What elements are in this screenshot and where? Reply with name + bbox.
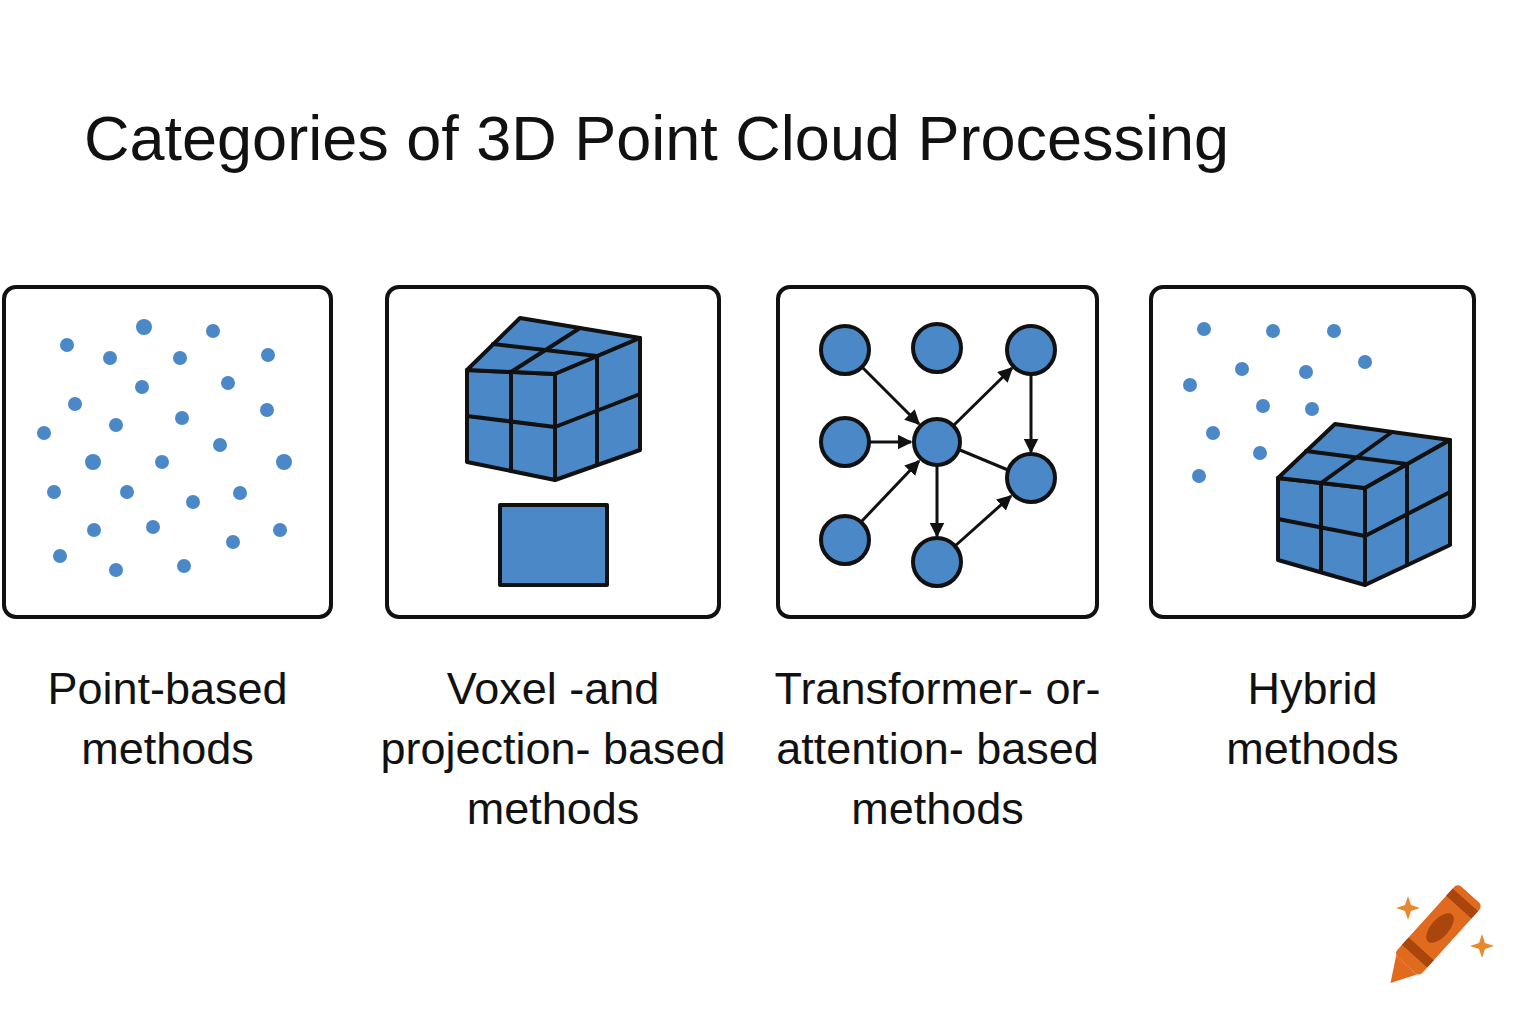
voxel-grid-line <box>1319 483 1323 572</box>
sparkle <box>1396 896 1420 920</box>
attention-arrow <box>862 367 919 424</box>
voxel-grid-line <box>493 344 597 356</box>
point-dot <box>109 563 123 577</box>
attention-arrow <box>936 466 939 536</box>
point-dot <box>261 348 275 362</box>
point-dot <box>186 495 200 509</box>
point-dot <box>1327 324 1341 338</box>
graph-token <box>913 538 961 586</box>
category-label: Hybrid methods <box>1183 659 1443 779</box>
attention-arrow <box>1030 374 1033 452</box>
voxel-cube-face <box>1365 440 1450 585</box>
voxel-grid-line <box>1278 519 1365 536</box>
voxel-grid-line <box>511 328 580 372</box>
crayon-logo <box>1378 883 1483 994</box>
category-label: Point-based methods <box>13 659 323 779</box>
voxel-grid-line <box>595 356 599 465</box>
point-dot <box>226 535 240 549</box>
point-dot <box>1358 355 1372 369</box>
graph-token <box>1007 326 1055 374</box>
projection-square <box>500 505 607 585</box>
voxel-grid-line <box>555 394 640 427</box>
point-dot <box>206 324 220 338</box>
point-dot <box>221 376 235 390</box>
voxel-grid-line <box>1306 451 1407 464</box>
voxel-grid-line <box>467 416 555 427</box>
category-panel: Transformer- or-attention- based methods <box>776 285 1099 619</box>
attention-arrow <box>869 441 911 444</box>
sparkle <box>1470 934 1494 958</box>
point-dot <box>175 411 189 425</box>
point-dot <box>1253 446 1267 460</box>
point-dot <box>53 549 67 563</box>
attention-line <box>960 450 1008 470</box>
crayon-stripe <box>1446 888 1478 918</box>
point-dot <box>177 559 191 573</box>
voxel-cube-face <box>1278 478 1365 585</box>
point-dot <box>1299 365 1313 379</box>
crayon-tip <box>1380 956 1417 993</box>
point-dot <box>87 523 101 537</box>
voxel-cube-face <box>1278 424 1450 488</box>
category-label: Voxel -and projection- based methods <box>363 659 743 839</box>
graph-token <box>913 324 961 372</box>
point-dot <box>37 426 51 440</box>
point-dot <box>47 485 61 499</box>
voxel-grid-line <box>1365 492 1450 536</box>
voxel-cube-face <box>467 318 640 374</box>
point-dot <box>135 380 149 394</box>
graph-token <box>1007 454 1055 502</box>
point-dot <box>85 454 101 470</box>
category-panel: Point-based methods <box>2 285 333 619</box>
point-dot <box>276 454 292 470</box>
graph-token <box>821 516 869 564</box>
attention-arrow <box>955 496 1011 546</box>
voxel-grid-line <box>1321 432 1392 483</box>
category-label: Transformer- or-attention- based methods <box>748 659 1128 839</box>
attention-arrow <box>954 368 1012 425</box>
point-dot <box>260 403 274 417</box>
point-dot <box>1266 324 1280 338</box>
crayon-body <box>1394 883 1483 976</box>
attention-arrow <box>861 461 919 522</box>
graph-token <box>821 418 869 466</box>
point-dot <box>1305 402 1319 416</box>
category-panel: Voxel -and projection- based methods <box>385 285 721 619</box>
point-dot <box>1197 322 1211 336</box>
voxel-grid-line <box>1405 464 1409 565</box>
point-dot <box>213 438 227 452</box>
point-dot <box>60 338 74 352</box>
voxel-cube-face <box>467 370 555 480</box>
point-dot <box>1192 469 1206 483</box>
point-dot <box>68 397 82 411</box>
crayon-label <box>1421 909 1458 948</box>
point-dot <box>1256 399 1270 413</box>
point-dot <box>109 418 123 432</box>
point-dot <box>1183 378 1197 392</box>
point-dot <box>173 351 187 365</box>
point-dot <box>1206 426 1220 440</box>
voxel-cube-face <box>555 338 640 480</box>
point-dot <box>273 523 287 537</box>
point-dot <box>155 455 169 469</box>
graph-token <box>914 419 960 465</box>
point-dot <box>233 486 247 500</box>
crayon-stripe <box>1402 937 1434 967</box>
point-dot <box>103 351 117 365</box>
point-dot <box>136 319 152 335</box>
category-panel: Hybrid methods <box>1149 285 1476 619</box>
point-dot <box>146 520 160 534</box>
point-dot <box>1235 362 1249 376</box>
diagram-title: Categories of 3D Point Cloud Processing <box>84 100 1229 176</box>
graph-token <box>821 326 869 374</box>
point-dot <box>120 485 134 499</box>
voxel-grid-line <box>509 372 513 471</box>
